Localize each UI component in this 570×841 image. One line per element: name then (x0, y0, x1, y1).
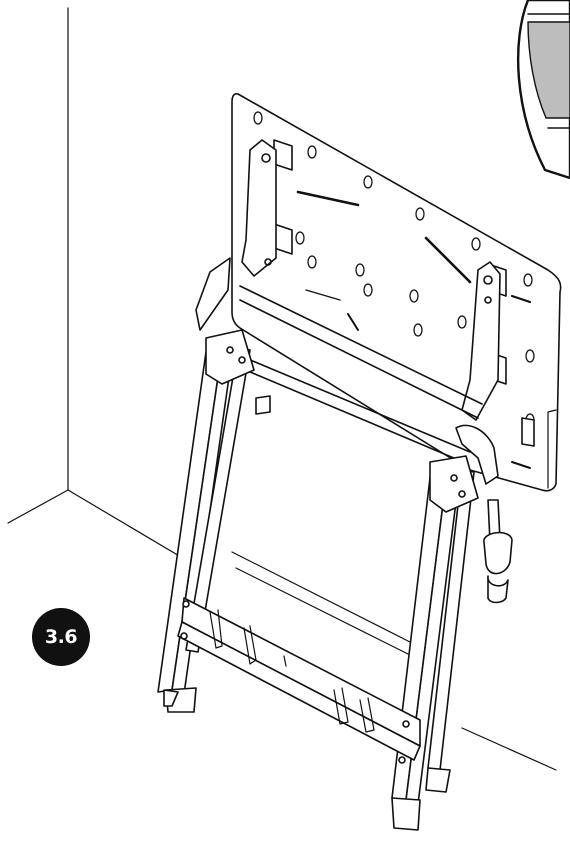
detail-magnifier-inset (517, 0, 570, 180)
left-hinge-bracket (205, 329, 255, 385)
wall-lines (7, 7, 557, 771)
lower-shelf-frame (177, 551, 421, 764)
left-foot (163, 689, 179, 707)
shelf-struts (209, 609, 375, 733)
right-side-plate (461, 261, 501, 421)
left-clamp-lever (195, 257, 271, 415)
worktop-plate (231, 93, 562, 492)
peg-holes (251, 111, 535, 427)
step-number-badge: 3.6 (32, 608, 90, 666)
left-side-plate (241, 139, 277, 277)
right-clamp-lever (455, 417, 535, 485)
right-hinge-bracket (429, 455, 479, 513)
upper-crossbar (235, 285, 483, 465)
step-number-label: 3.6 (44, 626, 78, 648)
adjustment-knob (483, 499, 513, 604)
